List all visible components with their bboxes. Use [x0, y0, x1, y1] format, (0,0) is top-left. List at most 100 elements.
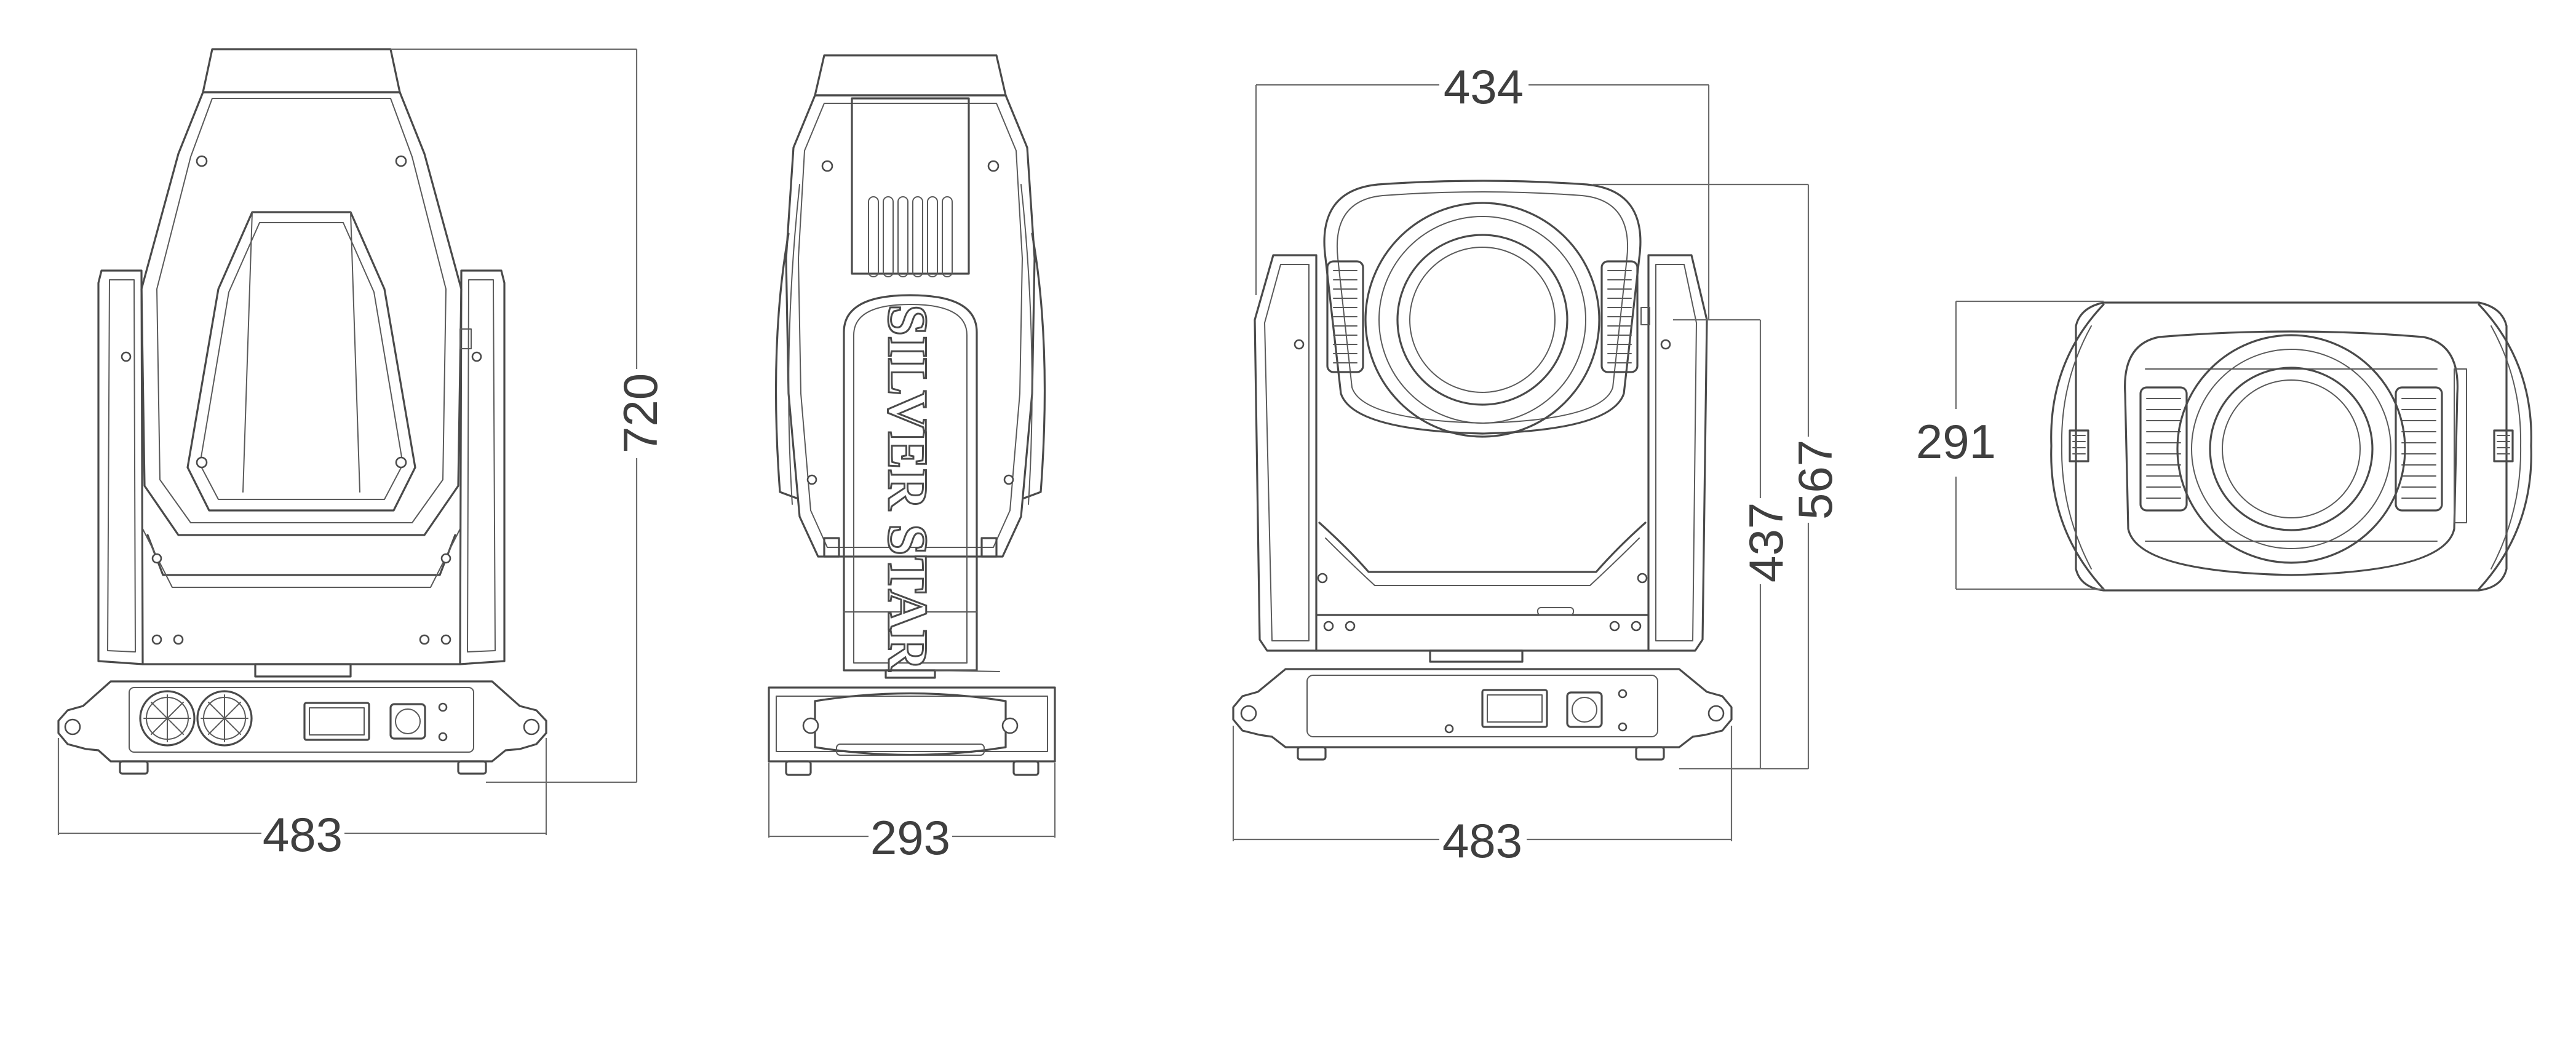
front-head-view [1232, 180, 1733, 761]
base-handle-hole [1240, 705, 1257, 722]
front-keypad-center [1572, 697, 1597, 723]
side-foot-left [785, 760, 812, 776]
front-yoke-right [1647, 254, 1708, 652]
dim-width-label: 293 [870, 811, 950, 865]
base-body [57, 680, 547, 763]
screw [121, 351, 132, 362]
screw [173, 634, 184, 645]
connector [1618, 722, 1628, 732]
side-view-dimensions: 293 [768, 763, 1056, 865]
front-display-screen-inner [1487, 694, 1543, 723]
top-view-dimensions: 291 [1916, 300, 2104, 590]
side-base-cover [814, 692, 1007, 756]
screw [1003, 474, 1014, 485]
side-base-knob [1001, 717, 1019, 734]
front-head-dimensions: 434 567 437 483 [1232, 60, 1842, 868]
heatsink-fins [868, 196, 953, 277]
foot-right [457, 760, 487, 775]
front-view [57, 48, 547, 775]
top-grill-left [2139, 386, 2188, 512]
front-foot-right [1635, 746, 1665, 761]
screw [1631, 621, 1642, 632]
lens-ring-2 [1378, 216, 1586, 424]
top-handle-right-grip [2497, 435, 2510, 454]
screw [1294, 339, 1305, 350]
head-inner-panel-line [199, 222, 403, 500]
lens-outer-ring [1364, 202, 1600, 438]
top-handle-right [2493, 429, 2514, 462]
screw [987, 160, 1000, 172]
screw [395, 456, 407, 469]
front-yoke-bezel [1318, 522, 1647, 573]
head-housing [1323, 180, 1642, 435]
top-head-lines [2145, 368, 2438, 542]
side-fin-right-line [1020, 184, 1033, 505]
front-display-screen [1481, 689, 1548, 728]
dim-top-width-label: 434 [1444, 60, 1524, 114]
top-side-strip [2454, 368, 2467, 523]
head-shell [140, 91, 463, 536]
tilt-knob-left [823, 537, 840, 558]
screw [1660, 339, 1671, 350]
top-lens-outer [2176, 334, 2406, 564]
brand-logo: SILVER STAR [877, 304, 939, 672]
tilt-lock [459, 328, 472, 349]
top-bulge-right-line [2491, 325, 2522, 569]
fan-left-grill [143, 694, 191, 742]
front-foot-left [1297, 746, 1327, 761]
dim-base-width-label: 483 [1442, 814, 1522, 868]
front-yoke-bezel-line [1325, 537, 1640, 586]
lens-ring-3 [1396, 234, 1568, 406]
head-lower-bezel [146, 534, 456, 576]
fan-right [196, 690, 253, 747]
top-grill-right [2395, 386, 2443, 512]
screw [196, 155, 208, 167]
head-grill-left [1326, 260, 1364, 373]
heatsink-frame [851, 97, 970, 275]
front-base-body [1232, 668, 1733, 748]
head-shell-inner [156, 98, 447, 523]
front-pivot [1429, 649, 1524, 663]
screw [440, 634, 451, 645]
yoke-pivot [254, 663, 352, 678]
base-panel [129, 687, 474, 753]
dim-total-height-label: 567 [1788, 440, 1842, 520]
side-head-shell [785, 94, 1036, 558]
side-base-knob [802, 717, 819, 734]
screw [395, 155, 407, 167]
head-grill-left-slats [1333, 270, 1358, 363]
side-fin-left-line [788, 184, 800, 505]
yoke-arm-right [459, 269, 506, 665]
keypad-center [395, 708, 421, 734]
lens-glass [1409, 247, 1556, 393]
front-view-dimensions: 720 483 [57, 48, 667, 862]
side-fin-right [1023, 232, 1046, 499]
top-body [2075, 301, 2508, 592]
base-handle-hole [64, 718, 81, 736]
head-top-cap [202, 48, 401, 93]
screw [1637, 573, 1648, 584]
display-screen-inner [309, 707, 365, 736]
screw [471, 351, 482, 362]
dim-yoke-height-label: 437 [1739, 502, 1793, 582]
screw [1609, 621, 1620, 632]
side-base-body [768, 686, 1056, 763]
dim-depth-label: 291 [1916, 414, 1996, 469]
screw [1323, 621, 1334, 632]
base-handle-hole [1707, 705, 1725, 722]
screw [151, 634, 162, 645]
head-grill-right [1600, 260, 1639, 373]
connector [1444, 724, 1454, 734]
side-pivot [885, 669, 936, 679]
front-yoke-left-inner [1264, 264, 1310, 641]
front-tilt-lock [1640, 307, 1650, 325]
base-handle-hole [523, 718, 540, 736]
connector [438, 702, 448, 712]
screw [821, 160, 833, 172]
screw [1345, 621, 1356, 632]
yoke-arm-left [97, 269, 144, 665]
side-pivot-tab [934, 670, 1000, 672]
display-screen [303, 702, 370, 741]
screw [806, 474, 817, 485]
